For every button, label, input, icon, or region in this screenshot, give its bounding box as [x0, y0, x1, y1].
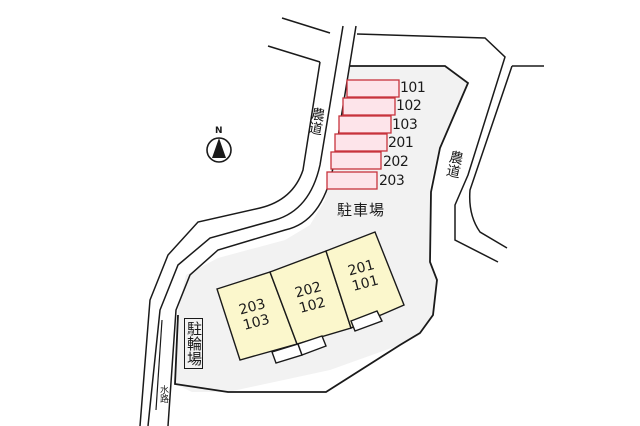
- north-label: N: [215, 126, 223, 136]
- balcony-3: [350, 310, 383, 332]
- waterway-line: [155, 319, 163, 411]
- left-road-outer-edge: [139, 61, 321, 426]
- waterway-label: 水路: [158, 385, 168, 403]
- parking-slot-101[interactable]: [346, 79, 400, 98]
- left-road-upper-edge: [281, 17, 331, 34]
- parking-slots: [326, 79, 400, 190]
- apartment-building: [216, 231, 405, 364]
- parking-slot-label-102: 102: [396, 98, 422, 114]
- parking-area-label: 駐車場: [337, 201, 386, 219]
- north-arrow-icon: [206, 137, 232, 163]
- parking-slot-203[interactable]: [326, 171, 378, 190]
- right-road-outer-edge: [468, 65, 544, 249]
- parking-slot-201[interactable]: [334, 133, 388, 152]
- parking-slot-label-202: 202: [383, 154, 409, 170]
- bicycle-parking-label: 駐輪場: [184, 318, 203, 369]
- parking-slot-label-101: 101: [400, 80, 426, 96]
- right-road-inner-edge: [356, 33, 506, 263]
- building-unit-201-101[interactable]: [325, 231, 405, 329]
- parking-slot-102[interactable]: [342, 97, 396, 116]
- parking-slot-103[interactable]: [338, 115, 392, 134]
- parking-slot-label-203: 203: [379, 173, 405, 189]
- parking-slot-label-103: 103: [392, 117, 418, 133]
- parking-slot-label-201: 201: [388, 135, 414, 151]
- lot-boundary: [174, 65, 470, 393]
- left-road-lower-edge: [267, 45, 321, 63]
- main-road-left-edge: [147, 25, 344, 426]
- parking-slot-202[interactable]: [330, 151, 382, 170]
- balcony-2: [297, 335, 327, 356]
